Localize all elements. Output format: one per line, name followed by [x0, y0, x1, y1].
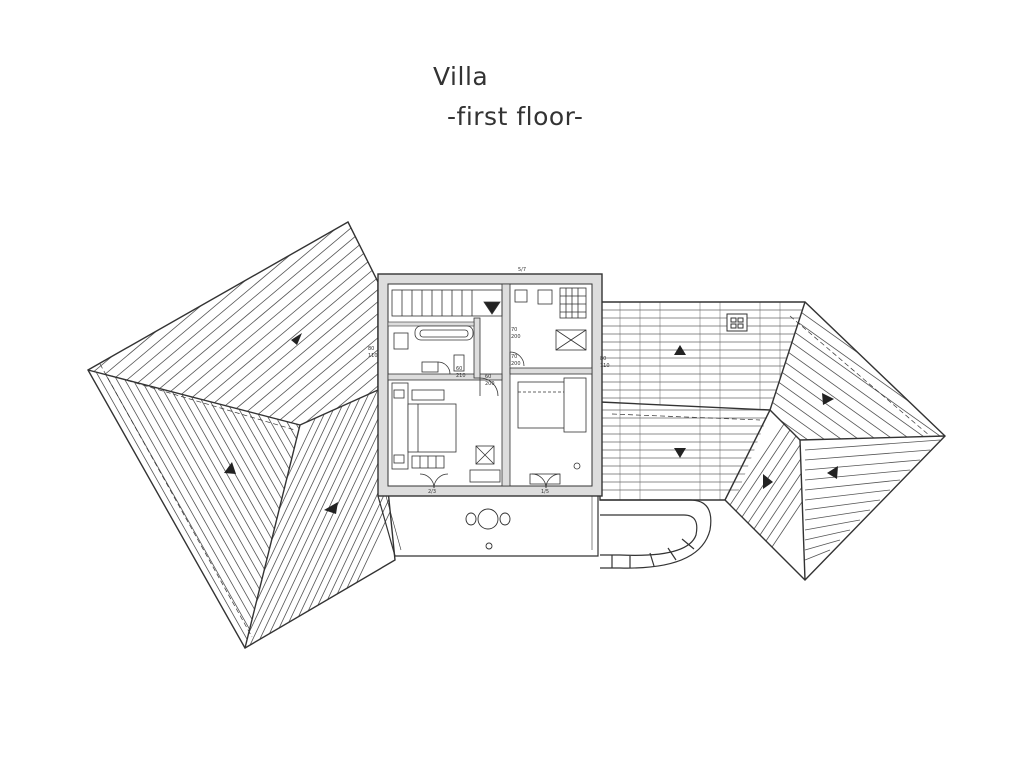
terrace-curved-path — [600, 499, 712, 569]
dimension-label: 200 — [511, 361, 521, 367]
slope-arrow-icon — [827, 466, 838, 479]
dimension-label: 5/7 — [518, 267, 526, 273]
roof-skylight — [726, 313, 748, 332]
slope-arrow-icon — [324, 502, 338, 514]
drawing-subtitle: -first floor- — [447, 102, 584, 131]
dimension-label: 2/3 — [428, 489, 436, 495]
dimension-label: 70 — [511, 327, 517, 333]
drawing-title: Villa — [433, 62, 489, 91]
bathroom-fixtures — [393, 287, 587, 373]
slope-arrow-icon — [291, 333, 302, 345]
slope-arrow-icon — [822, 393, 834, 405]
doors — [419, 351, 561, 489]
dimension-label: 80 — [600, 356, 606, 362]
dimension-label: 60 — [485, 374, 491, 380]
slope-arrow-icon — [674, 448, 686, 458]
slope-arrow-icon — [224, 462, 236, 474]
roof-right-east-plane — [804, 439, 941, 561]
dimension-label: 210 — [456, 373, 466, 379]
downpipe — [485, 542, 493, 550]
bedroom-left-furniture — [391, 382, 501, 483]
dimension-label: 1/5 — [541, 489, 549, 495]
dimension-label: 200 — [511, 334, 521, 340]
dimension-label: 60 — [456, 366, 462, 372]
slope-arrow-icon — [674, 345, 686, 355]
dimension-label: 110 — [368, 353, 378, 359]
dimension-label: 70 — [511, 354, 517, 360]
slope-arrow-icon — [763, 474, 773, 489]
balcony — [377, 495, 599, 557]
staircase — [391, 289, 503, 317]
balcony-table-set — [465, 508, 511, 530]
dimension-label: 110 — [600, 363, 610, 369]
dimension-label: 200 — [485, 381, 495, 387]
dimension-label: 80 — [368, 346, 374, 352]
bedroom-right-furniture — [517, 377, 587, 485]
roof-right-north-plane — [600, 302, 805, 410]
